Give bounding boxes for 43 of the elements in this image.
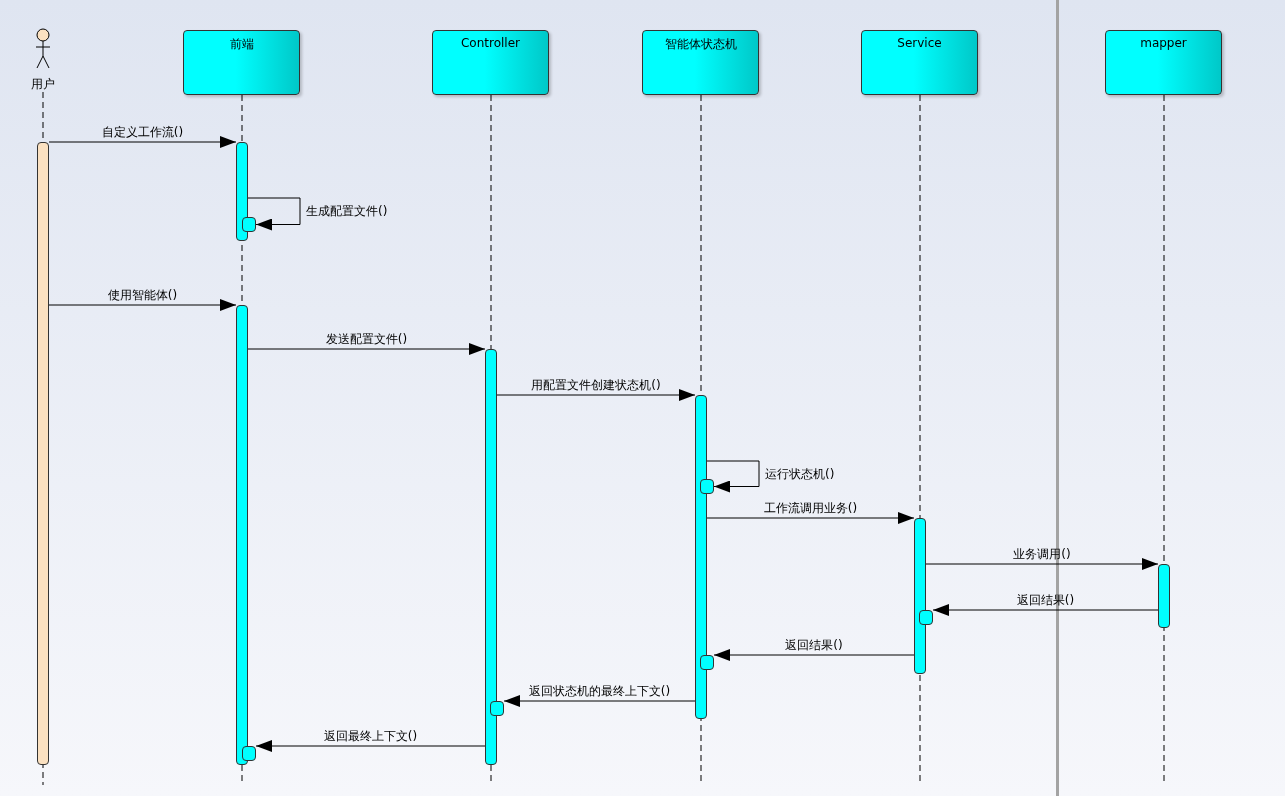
message-arrow <box>255 740 486 752</box>
activation-bar <box>236 142 248 241</box>
message-label: 生成配置文件() <box>306 204 388 219</box>
activation-bar <box>914 518 926 674</box>
message-label: 返回结果() <box>785 638 843 652</box>
message-arrow <box>496 389 696 401</box>
message-label: 返回状态机的最终上下文() <box>528 684 671 698</box>
message-label: 返回最终上下文() <box>323 729 418 743</box>
activation-bar <box>700 479 714 494</box>
activation-bar <box>919 610 933 625</box>
participant-box: Controller <box>432 30 549 95</box>
actor-label: 用户 <box>31 76 55 93</box>
participant-box: mapper <box>1105 30 1222 95</box>
activation-bar <box>242 746 256 761</box>
message-arrow <box>247 343 486 355</box>
message-label: 发送配置文件() <box>325 332 408 346</box>
activation-bar <box>1158 564 1170 628</box>
message-label: 工作流调用业务() <box>763 501 858 515</box>
message-label: 使用智能体() <box>107 288 178 302</box>
activation-bar <box>236 305 248 765</box>
message-arrow <box>706 512 915 524</box>
activation-bar <box>242 217 256 232</box>
message-label: 自定义工作流() <box>101 125 184 139</box>
message-arrow <box>247 197 301 231</box>
message-label: 运行状态机() <box>765 466 835 481</box>
participant-box: 智能体状态机 <box>642 30 759 95</box>
activation-bar <box>700 655 714 670</box>
participant-box: Service <box>861 30 978 95</box>
message-arrow <box>713 649 915 661</box>
message-label: 用配置文件创建状态机() <box>531 378 661 392</box>
activation-bar <box>695 395 707 719</box>
message-arrow <box>503 695 696 707</box>
participant-box: 前端 <box>183 30 300 95</box>
activation-bar <box>485 349 497 765</box>
message-label: 返回结果() <box>1016 593 1075 607</box>
activation-bar <box>37 142 49 765</box>
message-arrow <box>48 299 237 311</box>
activation-bar <box>490 701 504 716</box>
message-arrow <box>932 604 1159 616</box>
message-arrow <box>925 558 1159 570</box>
message-label: 业务调用() <box>1013 547 1071 561</box>
message-arrow <box>706 460 760 493</box>
message-arrow <box>48 136 237 148</box>
